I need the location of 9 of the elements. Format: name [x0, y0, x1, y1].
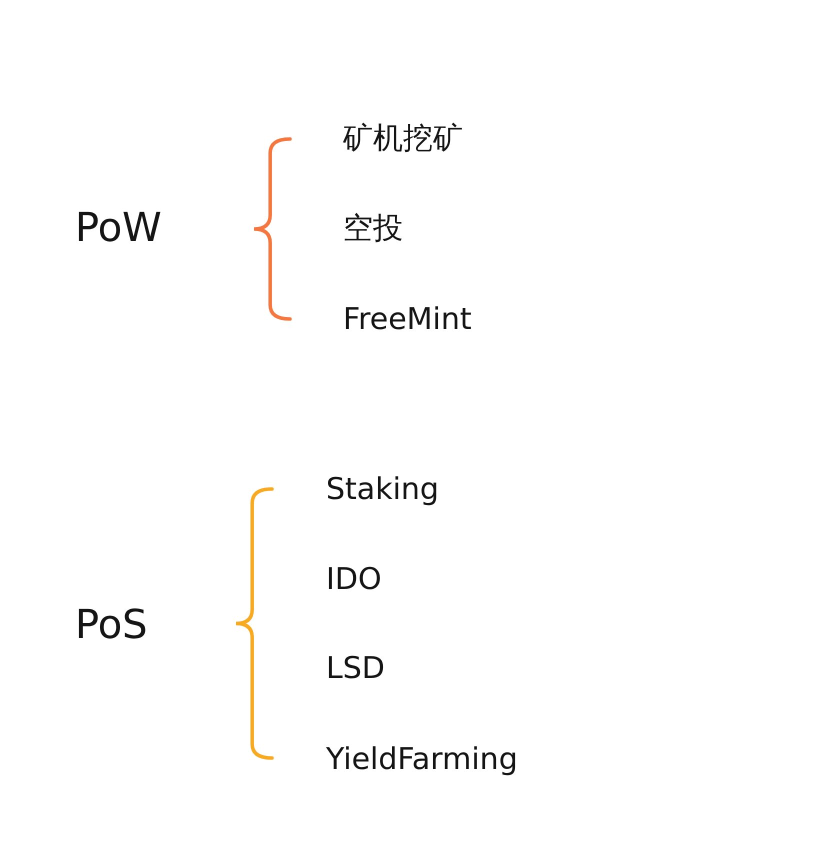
item-label: 空投 [343, 214, 403, 244]
item-label: LSD [326, 654, 385, 684]
item-label: IDO [326, 565, 382, 595]
category-label: PoS [75, 605, 148, 645]
category-label: PoW [75, 208, 162, 248]
item-label: Staking [326, 475, 439, 505]
item-label: 矿机挖矿 [343, 124, 463, 154]
item-label: FreeMint [343, 305, 472, 335]
item-label: YieldFarming [326, 745, 518, 775]
